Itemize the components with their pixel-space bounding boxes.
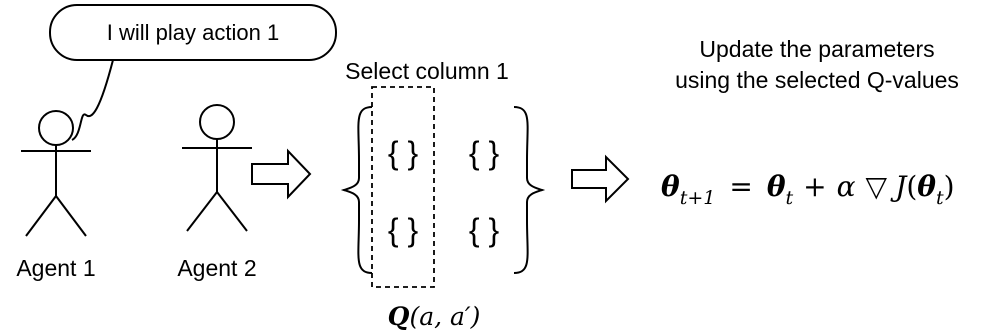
update-heading-line1: Update the parameters (699, 36, 934, 62)
agent-1-right-leg (55, 195, 87, 237)
q-symbol: Q (388, 302, 410, 331)
speech-bubble-tail (71, 59, 114, 141)
select-column-label: Select column 1 (345, 58, 509, 84)
eq-nabla: ▽ (866, 170, 888, 203)
agent-2-left-leg (186, 191, 218, 232)
update-heading-line2: using the selected Q-values (675, 67, 959, 93)
hollow-arrow-right-icon (251, 148, 312, 200)
eq-equals: = (729, 170, 752, 203)
agent-2-figure (182, 104, 252, 232)
agent-2-head (199, 104, 235, 140)
matrix-right-brace (513, 106, 546, 274)
eq-theta-1: θ (661, 170, 680, 203)
agent-1-label: Agent 1 (16, 255, 95, 281)
selected-column-dashed-box (371, 86, 435, 288)
eq-subscript-t1: t+1 (680, 187, 716, 209)
matrix-cell-1-1: { } (388, 135, 419, 171)
agent-1-head (38, 110, 74, 146)
agent-2-right-leg (216, 191, 248, 232)
eq-alpha: α (837, 170, 856, 203)
hollow-arrow-right-icon (571, 154, 630, 204)
eq-subscript-t: t (786, 187, 794, 209)
agent-1-left-leg (25, 195, 57, 237)
agent-1-figure (21, 110, 91, 237)
eq-j: J (890, 170, 908, 203)
matrix-left-brace (340, 106, 373, 274)
q-args: (a, a′) (409, 302, 480, 331)
matrix-cell-1-2: { } (469, 135, 500, 171)
eq-theta-2: θ (767, 170, 786, 203)
eq-open-paren: ( (906, 170, 917, 203)
matrix-cell-2-2: { } (469, 212, 500, 248)
agent-2-label: Agent 2 (177, 255, 256, 281)
eq-close-paren: ) (944, 170, 955, 203)
q-matrix: { } { } { } { } (340, 86, 546, 288)
matrix-cell-2-1: { } (388, 212, 419, 248)
q-matrix-caption: Q(a, a′) (388, 302, 481, 331)
eq-plus: + (803, 170, 826, 203)
speech-bubble-text: I will play action 1 (107, 20, 279, 45)
speech-bubble-box (49, 4, 337, 61)
eq-theta-3: θ (917, 170, 936, 203)
update-equation: θt+1=θt+α▽J(θt) (661, 170, 955, 209)
eq-subscript-t-2: t (936, 187, 944, 209)
speech-bubble: I will play action 1 (49, 4, 337, 141)
